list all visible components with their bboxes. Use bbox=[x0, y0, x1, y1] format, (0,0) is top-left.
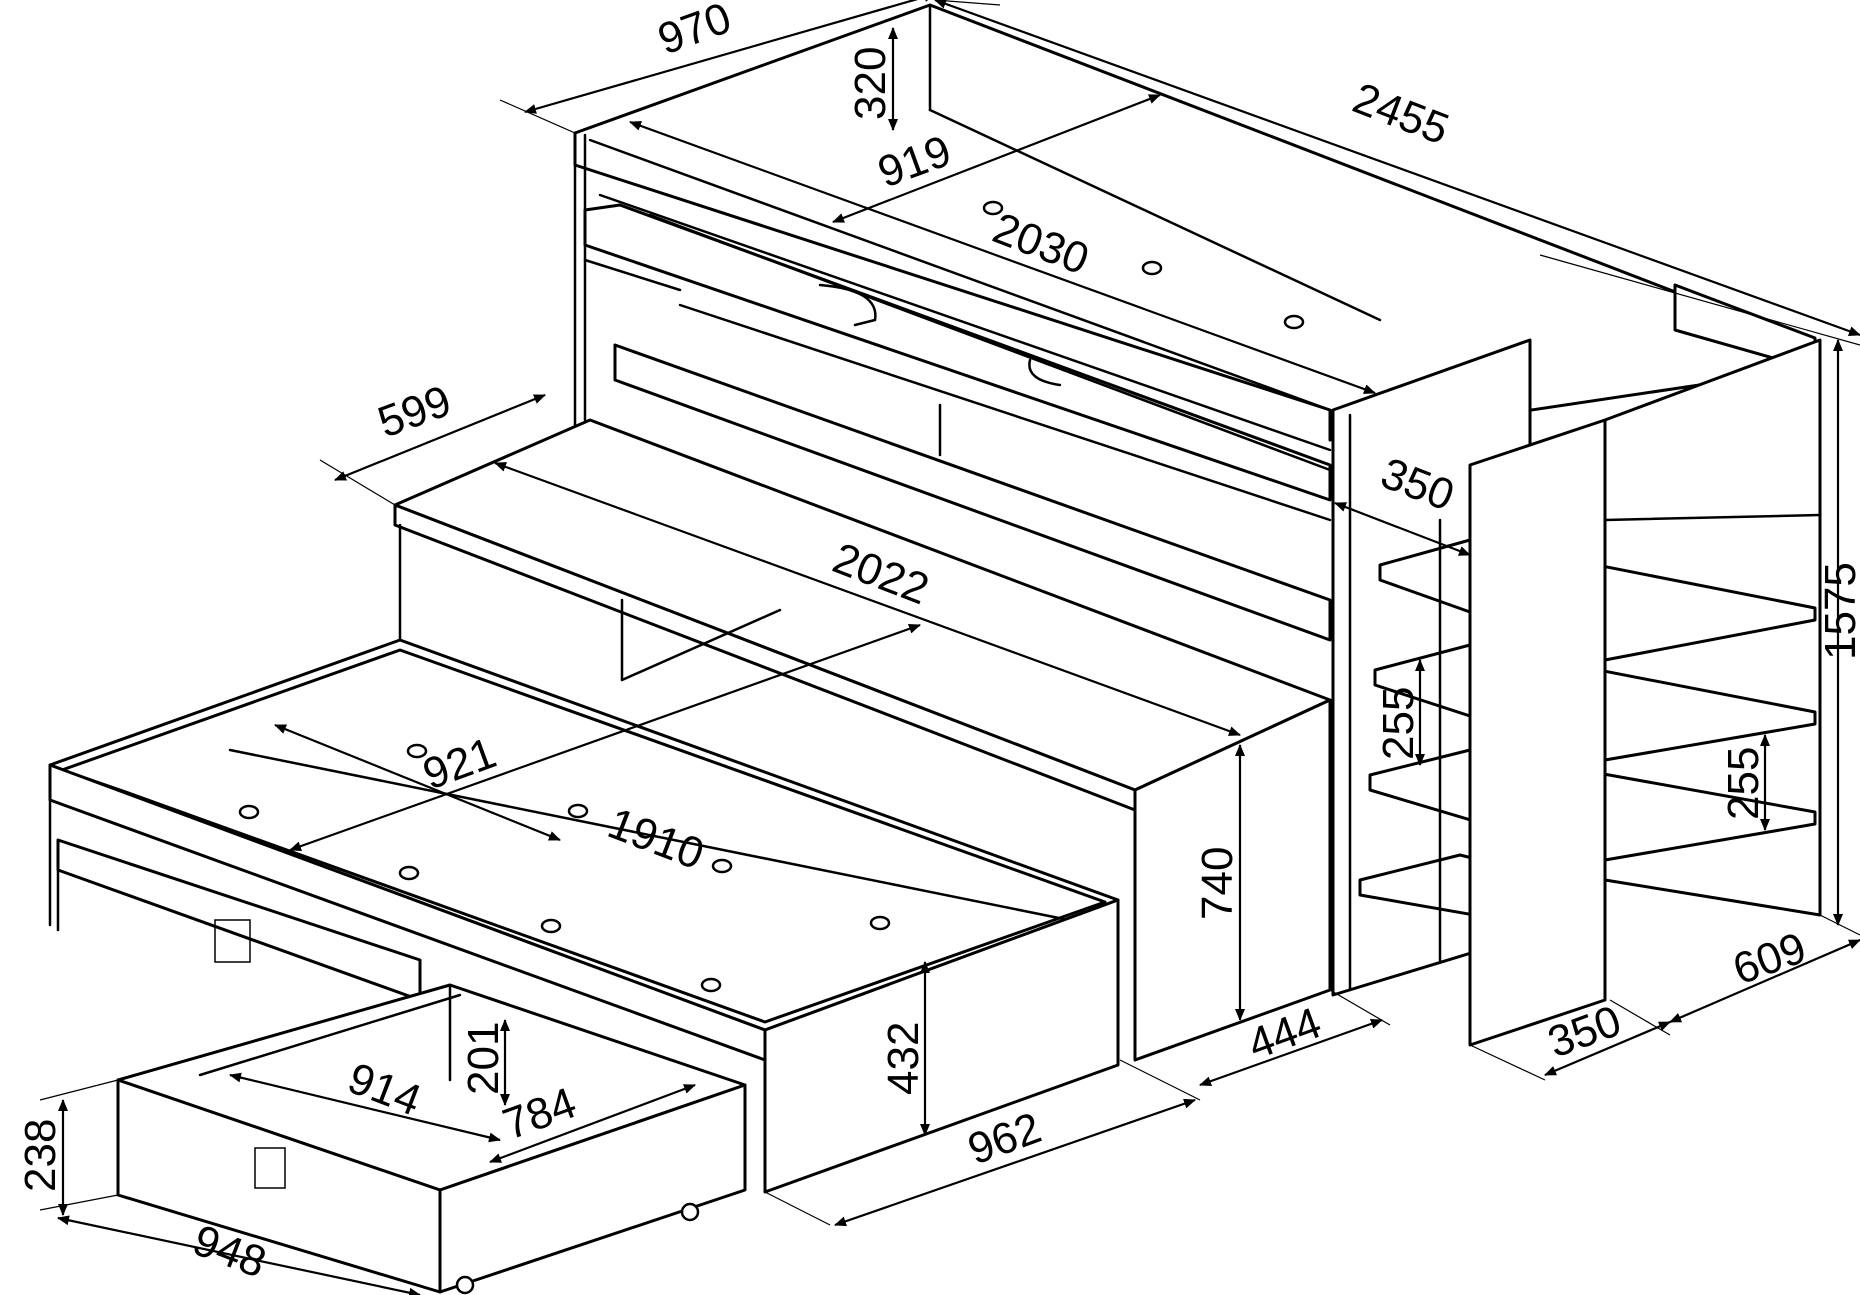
label-overall-height: 1575 bbox=[1816, 562, 1860, 660]
label-drawer-height: 201 bbox=[459, 1022, 508, 1095]
label-shelf-spacing-left: 255 bbox=[1374, 687, 1423, 760]
label-shelf-spacing-right: 255 bbox=[1719, 747, 1768, 820]
label-pullout-bed-height: 432 bbox=[879, 1022, 928, 1095]
dimension-lines bbox=[57, 0, 1860, 1295]
label-shelf-unit-width: 609 bbox=[1727, 923, 1813, 994]
label-top-guard-height: 320 bbox=[846, 47, 895, 120]
shelf-unit bbox=[1358, 338, 1822, 1047]
label-drawer-front-height: 238 bbox=[16, 1119, 65, 1192]
label-overall-length: 2455 bbox=[1346, 74, 1455, 155]
label-desk-height: 740 bbox=[1193, 847, 1242, 920]
